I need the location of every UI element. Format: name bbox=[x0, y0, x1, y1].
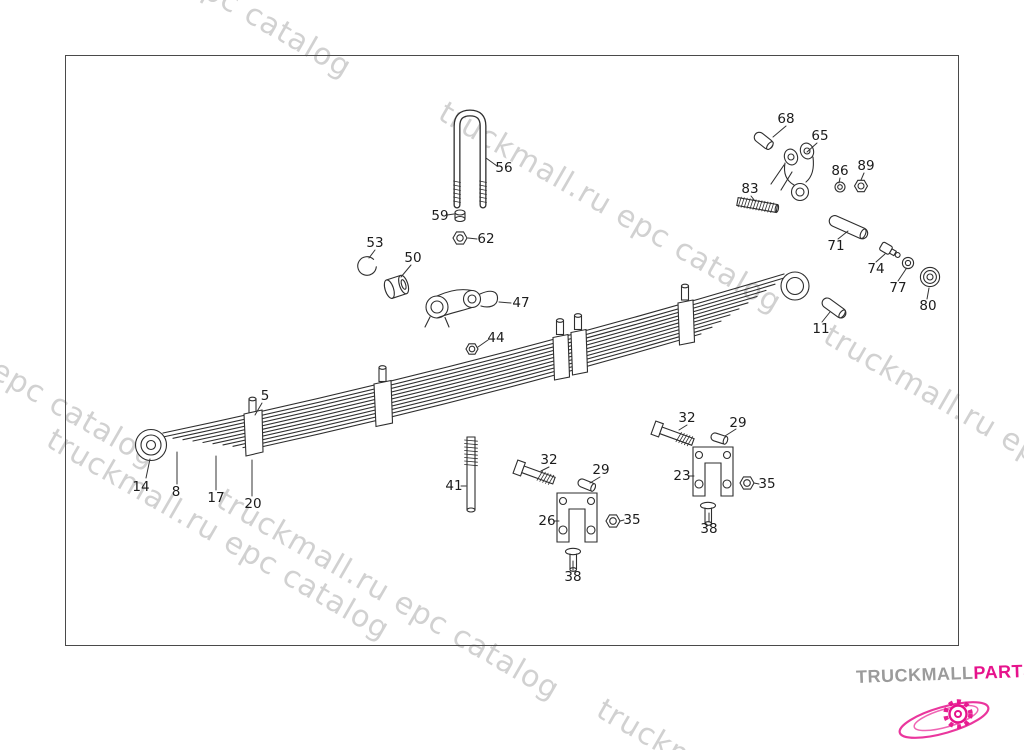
part-label-38: 38 bbox=[564, 569, 582, 585]
gear-swoosh-icon bbox=[898, 699, 990, 739]
hex-nut-35-left bbox=[605, 514, 621, 528]
part-label-50: 50 bbox=[404, 250, 422, 266]
hex-nut-62 bbox=[452, 231, 468, 245]
diagram-border bbox=[65, 55, 959, 646]
pin-29-left bbox=[577, 478, 597, 492]
shackle-assembly-65 bbox=[770, 142, 815, 202]
cap-nut-59 bbox=[454, 209, 466, 223]
u-bolt-56 bbox=[453, 109, 487, 209]
threaded-rod-83 bbox=[736, 196, 780, 214]
part-label-56: 56 bbox=[495, 160, 513, 176]
part-label-89: 89 bbox=[857, 158, 875, 174]
part-label-59: 59 bbox=[431, 208, 449, 224]
part-label-11: 11 bbox=[812, 321, 830, 337]
bushing-80 bbox=[919, 266, 941, 288]
part-label-29: 29 bbox=[729, 415, 747, 431]
bolt-38-right bbox=[699, 501, 717, 526]
pin-71 bbox=[828, 215, 869, 240]
part-label-77: 77 bbox=[889, 280, 907, 296]
part-label-20: 20 bbox=[244, 496, 262, 512]
shackle-bracket-23 bbox=[692, 446, 734, 497]
washer-86 bbox=[834, 181, 846, 193]
snap-ring-53 bbox=[357, 256, 377, 276]
part-label-23: 23 bbox=[673, 468, 691, 484]
bushing-50 bbox=[383, 274, 410, 299]
pin-29-right bbox=[710, 432, 729, 445]
part-label-68: 68 bbox=[777, 111, 795, 127]
part-label-29: 29 bbox=[592, 462, 610, 478]
part-label-32: 32 bbox=[540, 452, 558, 468]
part-label-53: 53 bbox=[366, 235, 384, 251]
shackle-bracket-26 bbox=[556, 492, 598, 543]
part-label-41: 41 bbox=[445, 478, 463, 494]
center-bolt-41 bbox=[464, 436, 478, 513]
part-label-5: 5 bbox=[260, 388, 270, 404]
brand-suffix: PARTS bbox=[973, 660, 1024, 683]
part-label-74: 74 bbox=[867, 261, 885, 277]
hex-nut-89 bbox=[853, 179, 869, 193]
part-label-44: 44 bbox=[487, 330, 505, 346]
part-label-35: 35 bbox=[623, 512, 641, 528]
brand-logo: TRUCKMALLPARTS bbox=[856, 660, 1024, 750]
spring-eye-bushing-14 bbox=[134, 428, 168, 462]
pin-68 bbox=[753, 131, 774, 151]
part-label-47: 47 bbox=[512, 295, 530, 311]
part-label-8: 8 bbox=[171, 484, 181, 500]
part-label-32: 32 bbox=[678, 410, 696, 426]
leader-lines bbox=[145, 125, 930, 571]
part-label-71: 71 bbox=[827, 238, 845, 254]
bracket-47 bbox=[424, 289, 499, 328]
spring-clamps bbox=[243, 283, 696, 457]
part-label-62: 62 bbox=[477, 231, 495, 247]
bolt-32-right bbox=[650, 420, 695, 447]
part-label-65: 65 bbox=[811, 128, 829, 144]
spring-eye-right bbox=[780, 271, 810, 301]
part-label-38: 38 bbox=[700, 521, 718, 537]
part-label-17: 17 bbox=[207, 490, 225, 506]
fitting-74 bbox=[879, 241, 901, 258]
hex-nut-35-right bbox=[739, 476, 755, 490]
part-label-26: 26 bbox=[538, 513, 556, 529]
part-label-80: 80 bbox=[919, 298, 937, 314]
part-label-83: 83 bbox=[741, 181, 759, 197]
bolt-head-44 bbox=[465, 343, 479, 355]
part-label-14: 14 bbox=[132, 479, 150, 495]
washer-77 bbox=[901, 256, 915, 270]
pin-11 bbox=[821, 297, 847, 319]
bolt-32-left bbox=[512, 459, 556, 485]
part-label-35: 35 bbox=[758, 476, 776, 492]
part-label-86: 86 bbox=[831, 163, 849, 179]
